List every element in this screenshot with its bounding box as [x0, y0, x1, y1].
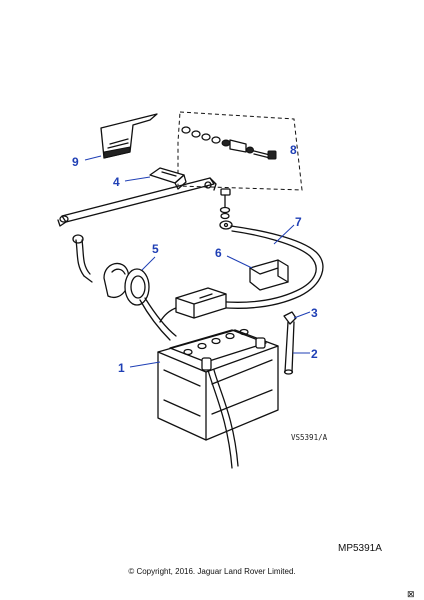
callout-7: 7 — [273, 215, 302, 245]
callout-number: 8 — [290, 143, 297, 157]
callout-number: 9 — [72, 155, 79, 169]
callout-4: 4 — [113, 175, 151, 189]
callout-number: 1 — [118, 361, 125, 375]
insulation-pad-drawing — [100, 113, 158, 159]
callout-number: 6 — [215, 246, 222, 260]
callout-number: 2 — [311, 347, 318, 361]
callout-number: 4 — [113, 175, 120, 189]
callout-8: 8 — [290, 143, 297, 157]
callout-6: 6 — [215, 246, 253, 269]
callout-number: 7 — [295, 215, 302, 229]
battery-drawing — [157, 328, 279, 469]
terminal-covers-drawing — [175, 259, 289, 319]
plate-reference: MP5391A — [338, 543, 382, 554]
callout-number: 5 — [152, 242, 159, 256]
callout-9: 9 — [72, 155, 102, 169]
callout-2: 2 — [293, 347, 318, 361]
fixing-kit-drawing — [177, 111, 303, 191]
copyright-notice: © Copyright, 2016. Jaguar Land Rover Lim… — [128, 567, 296, 576]
vent-pipe-drawing — [283, 311, 297, 375]
grommet-drawing — [103, 262, 150, 306]
earth-lead-drawing — [57, 167, 217, 283]
corner-mark-icon: ⊠ — [407, 589, 415, 599]
drawing-reference: VS5391/A — [291, 433, 328, 442]
callout-3: 3 — [293, 306, 318, 320]
callout-5: 5 — [141, 242, 159, 271]
callout-number: 3 — [311, 306, 318, 320]
positive-cable-drawing — [139, 188, 324, 341]
callout-1: 1 — [118, 361, 161, 375]
